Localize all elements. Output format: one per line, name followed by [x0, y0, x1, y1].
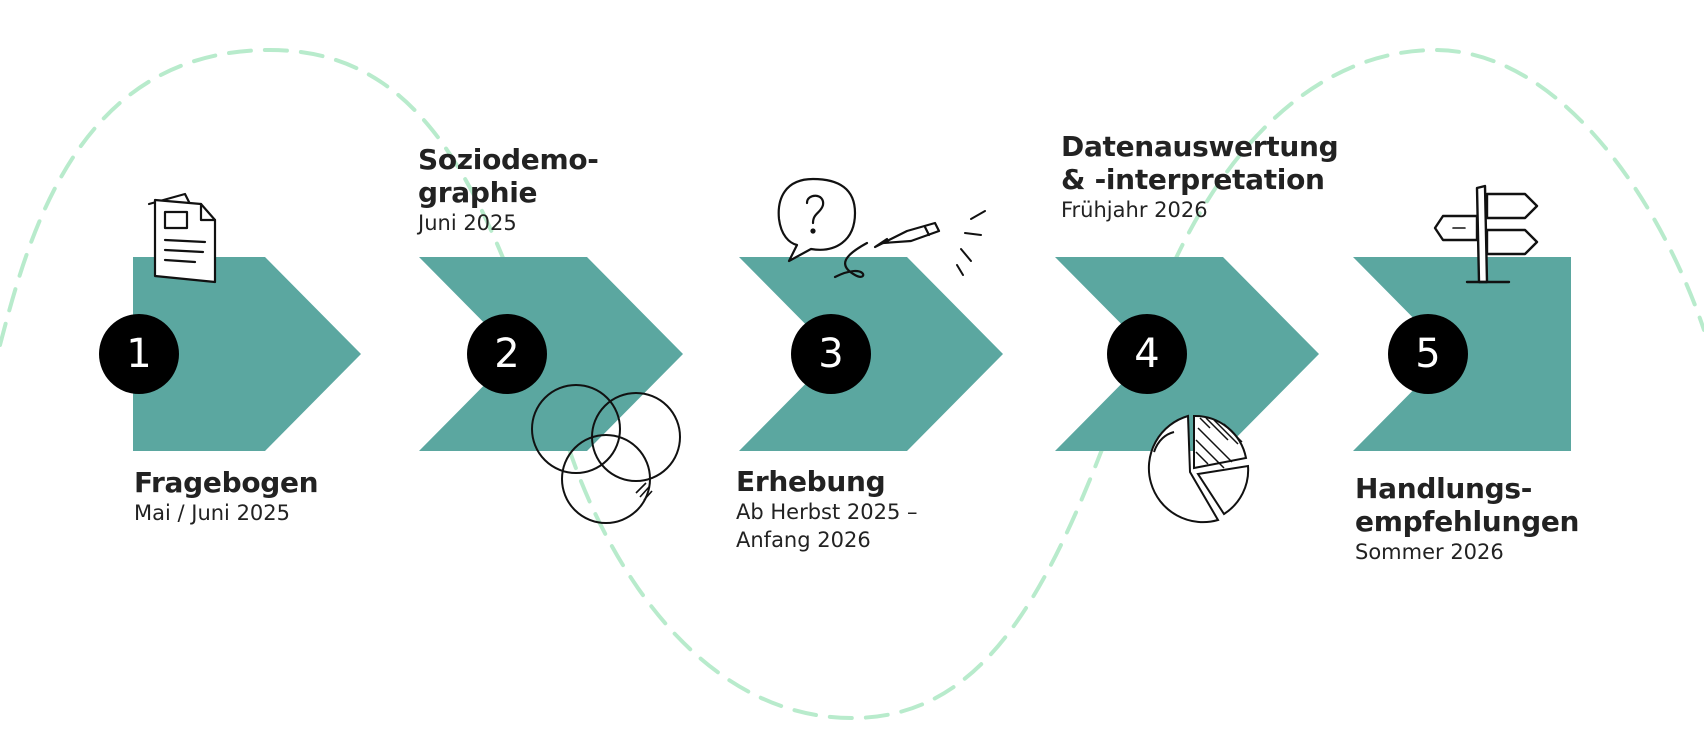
step-3-date: Ab Herbst 2025 – Anfang 2026: [736, 500, 918, 552]
step-4-badge: 4: [1107, 314, 1187, 394]
step-3-arrow: [739, 257, 1003, 451]
step-1-date: Mai / Juni 2025: [134, 501, 291, 525]
step-5-badge: 5: [1388, 314, 1468, 394]
step-4-arrow: [1055, 257, 1319, 451]
speech-bubble-pencil-icon: [775, 175, 995, 287]
step-1-label: Fragebogen Mai / Juni 2025: [134, 466, 319, 527]
step-1-arrow: [133, 257, 361, 451]
step-5-number: 5: [1415, 331, 1441, 377]
step-1-title: Fragebogen: [134, 466, 319, 499]
step-4-date: Frühjahr 2026: [1061, 198, 1208, 222]
step-5-title: Handlungs- empfehlungen: [1355, 472, 1580, 538]
step-4-label: Datenauswertung & -interpretation Frühja…: [1061, 130, 1339, 224]
step-3-title: Erhebung: [736, 465, 886, 498]
step-1-badge: 1: [99, 314, 179, 394]
step-3-badge: 3: [791, 314, 871, 394]
step-4-title: Datenauswertung & -interpretation: [1061, 130, 1339, 196]
step-4-number: 4: [1134, 331, 1160, 377]
step-2-date: Juni 2025: [418, 211, 517, 235]
venn-circles-icon: [528, 383, 684, 527]
step-2-title: Soziodemo- graphie: [418, 143, 599, 209]
pie-chart-icon: [1138, 412, 1254, 528]
step-5-date: Sommer 2026: [1355, 540, 1504, 564]
document-icon: [145, 190, 221, 286]
step-2-number: 2: [494, 331, 520, 377]
step-3-number: 3: [818, 331, 844, 377]
signpost-icon: [1433, 182, 1543, 288]
step-1-number: 1: [126, 331, 152, 377]
step-2-arrow: [419, 257, 683, 451]
step-3-label: Erhebung Ab Herbst 2025 – Anfang 2026: [736, 465, 918, 554]
step-2-badge: 2: [467, 314, 547, 394]
step-5-label: Handlungs- empfehlungen Sommer 2026: [1355, 472, 1579, 566]
step-2-label: Soziodemo- graphie Juni 2025: [418, 143, 599, 237]
